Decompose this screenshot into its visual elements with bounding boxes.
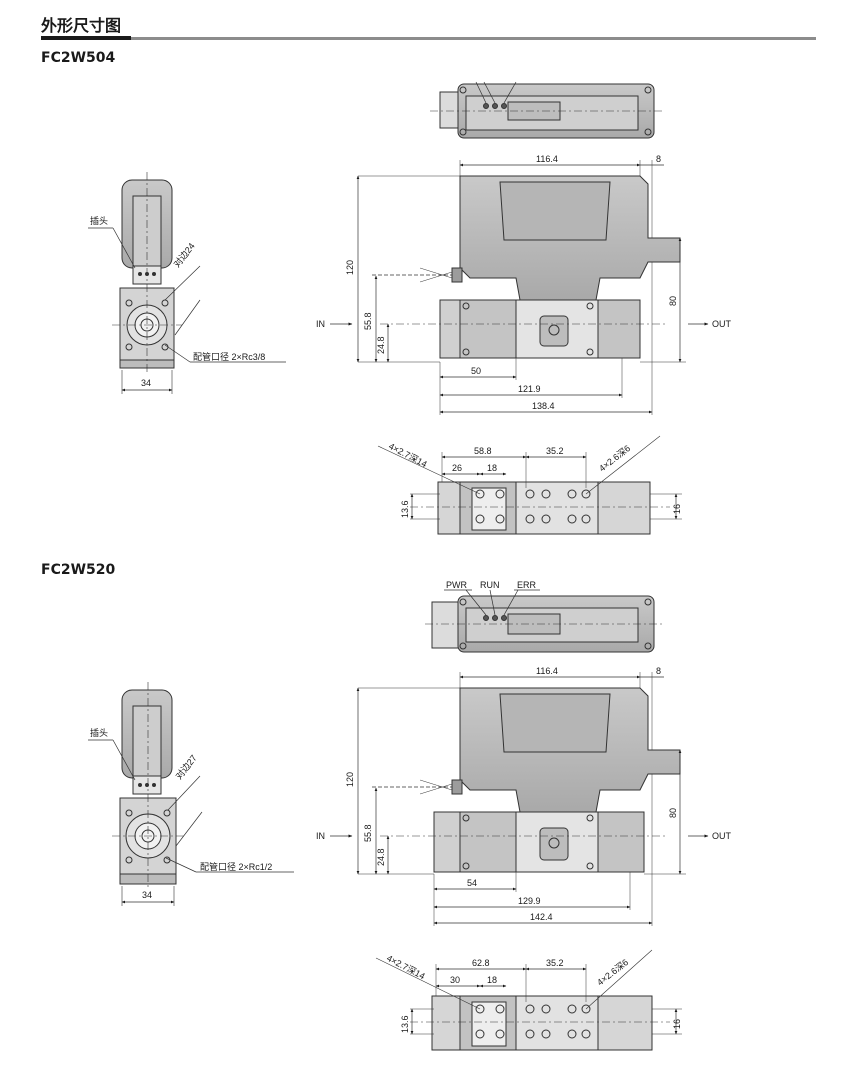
- fc2w504-side-view: [88, 172, 286, 394]
- dim-54-label: 54: [467, 878, 477, 888]
- dim-136-label: 13.6: [400, 500, 410, 518]
- dim-136-label: 13.6: [400, 1015, 410, 1033]
- dim-1384-label: 138.4: [532, 401, 555, 411]
- dim-558-label: 55.8: [363, 312, 373, 330]
- out-label: OUT: [712, 319, 732, 329]
- dim-116-label: 116.4: [536, 154, 558, 164]
- model-label-fc2w504: FC2W504: [41, 50, 116, 66]
- fc2w520-side-view: [88, 682, 294, 906]
- in-label: IN: [316, 319, 325, 329]
- hex-label: 对边27: [173, 752, 199, 781]
- dim-628-label: 62.8: [472, 958, 490, 968]
- run-label: RUN: [480, 580, 500, 590]
- dim-16-label: 16: [672, 1019, 682, 1029]
- dim-116-label: 116.4: [536, 666, 558, 676]
- port-label: 配管口径 2×Rc1/2: [200, 861, 272, 872]
- model-label-fc2w520: FC2W520: [41, 562, 116, 578]
- fc2w520-labels: PWR RUN ERR 插头 对边27 配管口径 2×Rc1/2 34 116.…: [90, 580, 732, 1033]
- dim-80-label: 80: [668, 808, 678, 818]
- fc2w504-drawings: [88, 81, 709, 535]
- dim-26-label: 26: [452, 463, 462, 473]
- plug-label: 插头: [90, 727, 108, 738]
- plug-label: 插头: [90, 215, 108, 226]
- dim-120-label: 120: [345, 772, 355, 787]
- title-rule-accent: [41, 36, 131, 40]
- hole-left-label: 4×2.7深14: [387, 441, 429, 469]
- fc2w504-top-view: [430, 81, 665, 139]
- dim-30-label: 30: [450, 975, 460, 985]
- hole-right-label: 4×2.6深6: [597, 443, 632, 474]
- fc2w504-front-view: [330, 160, 709, 415]
- dim-1219-label: 121.9: [518, 384, 541, 394]
- hex-label: 对边24: [171, 240, 197, 269]
- fc2w520-drawings: [88, 589, 709, 1051]
- pwr-label: PWR: [446, 580, 467, 590]
- dim-352-label: 35.2: [546, 958, 564, 968]
- fc2w520-front-view: [330, 672, 709, 926]
- hole-left-label: 4×2.7深14: [385, 953, 427, 981]
- fc2w504-bottom-view: [377, 435, 682, 535]
- dim-16-label: 16: [672, 504, 682, 514]
- dim-8-label: 8: [656, 154, 661, 164]
- dim-120-label: 120: [345, 260, 355, 275]
- dim-588-label: 58.8: [474, 446, 492, 456]
- fc2w520-bottom-view: [375, 949, 682, 1051]
- dim-18-label: 18: [487, 975, 497, 985]
- err-label: ERR: [517, 580, 537, 590]
- out-label: OUT: [712, 831, 732, 841]
- in-label: IN: [316, 831, 325, 841]
- title-rule: [41, 37, 816, 40]
- page-title: 外形尺寸图: [41, 16, 122, 35]
- hole-right-label: 4×2.6深6: [595, 957, 630, 988]
- dim-80-label: 80: [668, 296, 678, 306]
- dim-18-label: 18: [487, 463, 497, 473]
- fc2w520-top-view: [425, 589, 665, 653]
- dim-558-label: 55.8: [363, 824, 373, 842]
- dim-248-label: 24.8: [376, 336, 386, 354]
- dim-1299-label: 129.9: [518, 896, 541, 906]
- dim-352-label: 35.2: [546, 446, 564, 456]
- dim-8-label: 8: [656, 666, 661, 676]
- dim-50-label: 50: [471, 366, 481, 376]
- side-width-label: 34: [141, 378, 151, 388]
- dim-1424-label: 142.4: [530, 912, 553, 922]
- side-width-label: 34: [142, 890, 152, 900]
- dim-248-label: 24.8: [376, 848, 386, 866]
- port-label: 配管口径 2×Rc3/8: [193, 351, 265, 362]
